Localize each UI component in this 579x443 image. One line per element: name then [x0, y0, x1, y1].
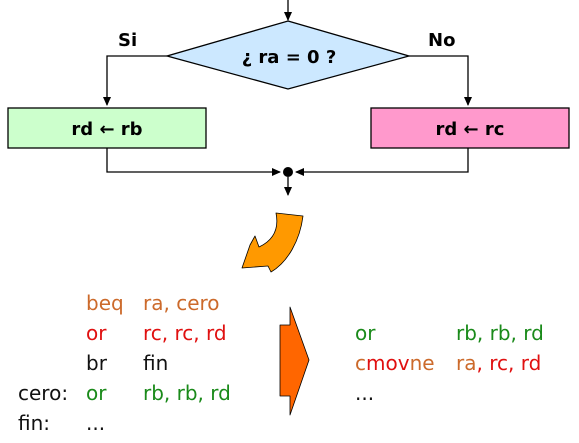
code-left-line2-op: or: [86, 321, 107, 345]
no-box: [370, 107, 570, 149]
cmovne-mov: mov: [366, 351, 410, 375]
no-box-text: rd ← rc: [436, 119, 505, 140]
cmovne-c: c: [355, 351, 366, 375]
merge-dot: [283, 167, 293, 177]
code-left-line3-op: br: [86, 351, 107, 375]
yes-box: [7, 107, 207, 149]
no-branch-line: [409, 55, 472, 106]
translate-arrow: [279, 306, 310, 416]
code-left-line2-args: rc, rc, rd: [143, 321, 227, 345]
code-right-line3: ...: [355, 381, 375, 405]
no-label: No: [428, 30, 455, 51]
code-left-line1-args: ra, cero: [143, 291, 220, 315]
code-left-line4-label: cero:: [18, 381, 69, 405]
yes-box-text: rd ← rb: [71, 119, 142, 140]
condition-text: ¿ ra = 0 ?: [242, 47, 337, 68]
code-right-line2-args: ra, rc, rd: [456, 351, 542, 375]
transform-curved-arrow: [241, 212, 304, 273]
yes-branch-line: [103, 55, 167, 106]
code-left-line1-op: beq: [86, 291, 124, 315]
cmovne-ne: ne: [409, 351, 435, 375]
yes-label: Si: [118, 30, 137, 51]
code-left-line4-op: or: [86, 381, 107, 405]
yes-merge-line: [106, 148, 281, 176]
code-right-line1-op: or: [355, 321, 376, 345]
code-left-line4-args: rb, rb, rd: [143, 381, 231, 405]
code-left-line5-op: ...: [86, 411, 106, 435]
no-merge-line: [295, 148, 469, 176]
code-right-line1-args: rb, rb, rd: [456, 321, 544, 345]
condition-diamond: [164, 20, 412, 90]
code-left-line5-label: fin:: [18, 411, 51, 435]
code-right-line2-op: cmovne: [355, 348, 435, 378]
code-left-line3-args: fin: [143, 351, 169, 375]
